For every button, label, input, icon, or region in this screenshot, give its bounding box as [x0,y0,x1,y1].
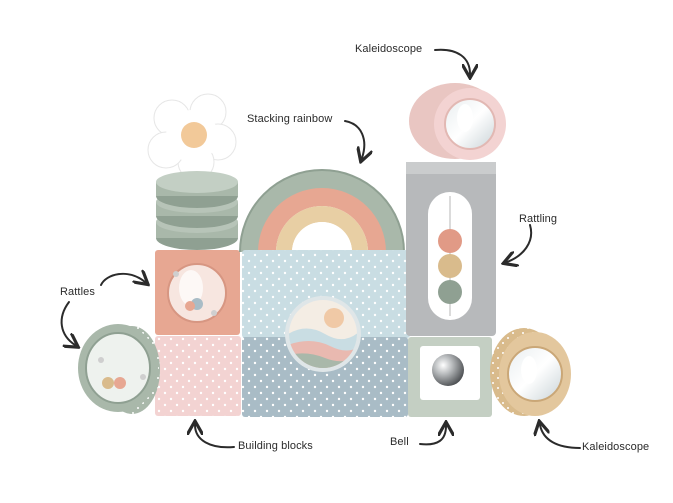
label-stacking-rainbow: Stacking rainbow [247,113,333,125]
stacking-discs [156,171,238,250]
arrow-stacking-rainbow [344,120,364,158]
coral-rattle-block [155,250,240,335]
pink-dotted-block [155,336,241,416]
kaleidoscope-bottom [490,328,571,416]
arrow-rattles-up [100,274,145,285]
arrow-rattles-down [60,301,75,345]
label-rattles: Rattles [60,286,95,298]
landscape-window [285,296,361,372]
label-kaleidoscope-bottom: Kaleidoscope [582,441,650,453]
label-bell: Bell [390,436,409,448]
arrow-rattling [507,224,533,262]
label-rattling: Rattling [519,213,558,225]
annotation-arrows [60,48,581,449]
bluegray-dotted-block [242,337,408,417]
arrow-kaleidoscope-bottom [540,425,581,449]
blue-dotted-block [242,250,410,338]
arrow-building-blocks [195,425,235,449]
arrow-kaleidoscope-top [434,48,470,74]
rattle-cylinder [78,324,160,414]
kaleidoscope-top [409,83,506,160]
flower-block [147,93,237,181]
stacking-rainbow [239,169,405,253]
arrow-bell [419,426,446,446]
label-kaleidoscope-top: Kaleidoscope [355,43,423,55]
bell-block [408,337,492,417]
label-building-blocks: Building blocks [238,440,313,452]
rattling-frame [406,162,496,336]
